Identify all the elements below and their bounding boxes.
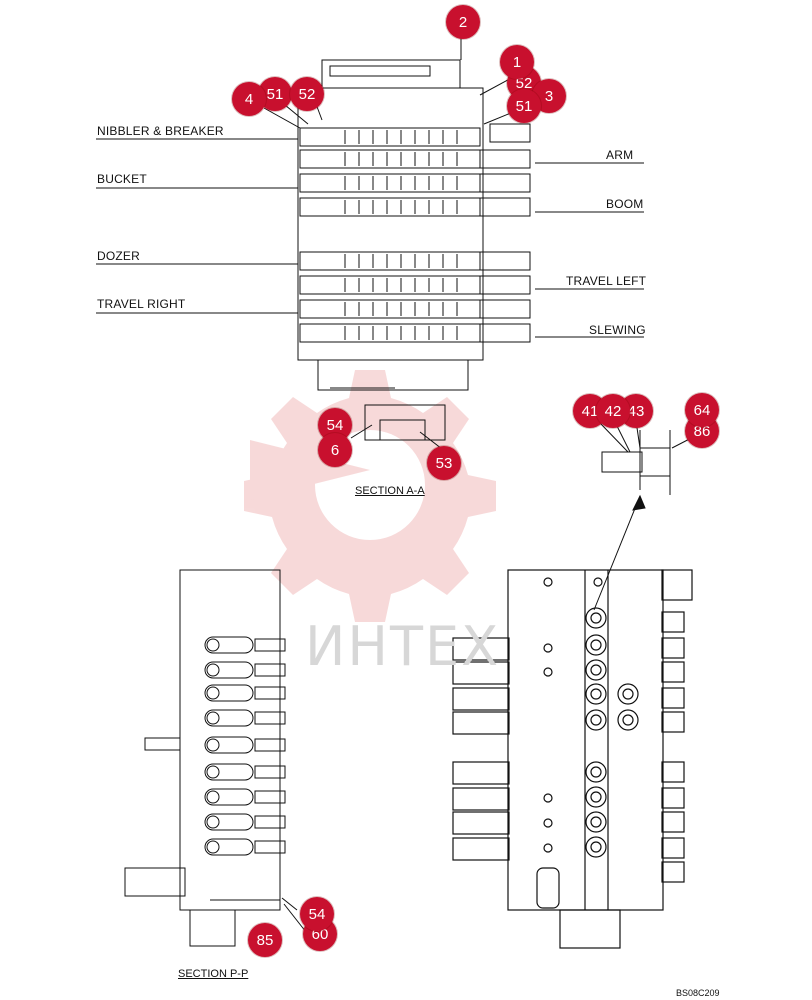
section-pp-title: SECTION P-P bbox=[178, 968, 249, 980]
callout-2[interactable]: 2 bbox=[446, 5, 480, 39]
label-slewing: SLEWING bbox=[589, 323, 646, 337]
watermark-text: ИНТЕХ bbox=[305, 615, 501, 678]
label-bucket: BUCKET bbox=[97, 172, 147, 186]
callout-4[interactable]: 4 bbox=[232, 82, 266, 116]
label-travel-left: TRAVEL LEFT bbox=[566, 274, 647, 288]
callout-53[interactable]: 53 bbox=[427, 446, 461, 480]
callout-54-bottom[interactable]: 54 bbox=[300, 897, 334, 931]
label-travel-right: TRAVEL RIGHT bbox=[97, 297, 186, 311]
callout-6[interactable]: 6 bbox=[318, 433, 352, 467]
label-arm: ARM bbox=[606, 148, 634, 162]
callout-42[interactable]: 42 bbox=[596, 394, 630, 428]
callout-85[interactable]: 85 bbox=[248, 923, 282, 957]
callout-64[interactable]: 64 bbox=[685, 393, 719, 427]
callout-52-left[interactable]: 52 bbox=[290, 77, 324, 111]
callout-1[interactable]: 1 bbox=[500, 45, 534, 79]
valve-top-view bbox=[452, 569, 693, 949]
label-nibbler-breaker: NIBBLER & BREAKER bbox=[97, 124, 224, 138]
callout-51-right[interactable]: 51 bbox=[507, 89, 541, 123]
label-dozer: DOZER bbox=[97, 249, 140, 263]
detail-view-drawing bbox=[593, 419, 704, 611]
label-boom: BOOM bbox=[606, 197, 644, 211]
section-aa-title: SECTION A-A bbox=[355, 485, 425, 497]
drawing-code: BS08C209 bbox=[676, 988, 720, 998]
section-pp-drawing bbox=[124, 569, 307, 947]
section-aa-drawing bbox=[297, 59, 531, 441]
